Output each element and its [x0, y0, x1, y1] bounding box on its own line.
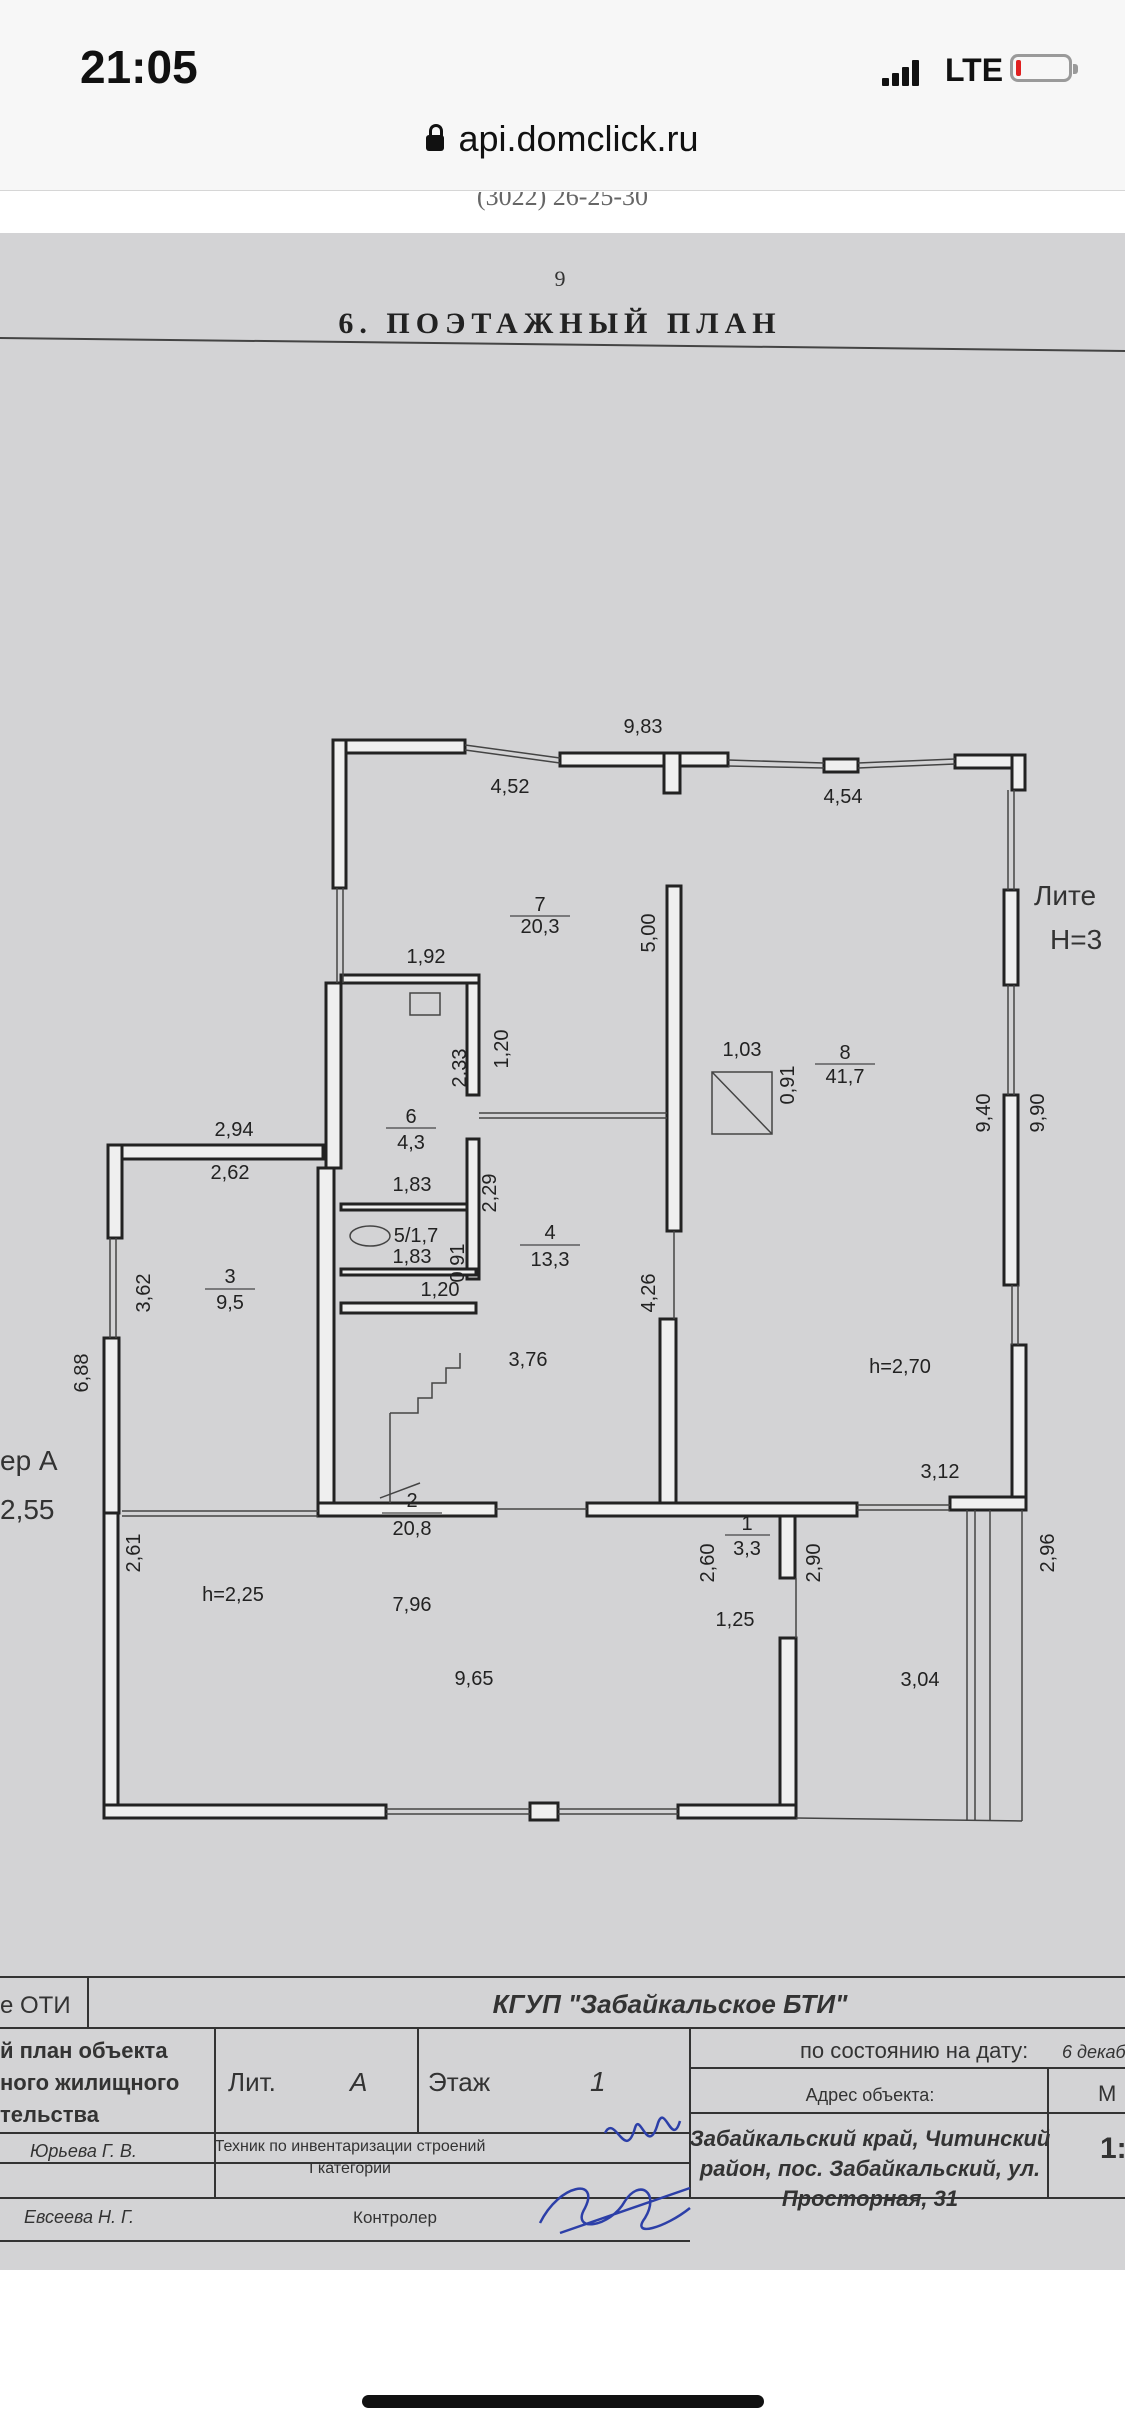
address-line: район, пос. Забайкальский, ул. [699, 2156, 1040, 2181]
room-number: 4 [544, 1222, 555, 1244]
room-number: 1 [741, 1513, 752, 1535]
dimension: 3,04 [901, 1669, 940, 1691]
dimension: 9,90 [1027, 1094, 1049, 1133]
home-indicator[interactable] [362, 2395, 764, 2408]
side-labels: Лите H=3 ер А 2,55 [0, 880, 1102, 1525]
dimension: 1,83 [393, 1174, 432, 1196]
address-line: Просторная, 31 [782, 2186, 958, 2211]
ceiling-height: h=2,70 [869, 1356, 931, 1378]
dimension: 0,91 [777, 1066, 799, 1105]
room-number: 7 [534, 894, 545, 916]
room-area: 9,5 [216, 1292, 244, 1314]
signature-2 [538, 2186, 691, 2235]
dimension: 9,65 [455, 1668, 494, 1690]
address-label: Адрес объекта: [806, 2085, 935, 2105]
status-bar: 21:05 LTE api.domclick.ru [0, 0, 1125, 191]
dimension: 2,60 [697, 1544, 719, 1583]
person-role: I категории [309, 2160, 391, 2177]
liter-label: Лите [1034, 880, 1096, 911]
scanned-document: 9 6. ПОЭТАЖНЫЙ ПЛАН [0, 233, 1125, 2270]
dimension: 2,61 [123, 1534, 145, 1573]
clock: 21:05 [80, 41, 198, 93]
room-area: 13,3 [531, 1249, 570, 1271]
signature-images [538, 2116, 691, 2235]
room-labels: 7 20,3 8 41,7 6 4,3 5/1,7 4 13,3 3 9,5 2… [205, 894, 875, 1560]
section-title: 6. ПОЭТАЖНЫЙ ПЛАН [338, 307, 781, 340]
dimension: 9,40 [973, 1094, 995, 1133]
doc-title: й план объекта [0, 2038, 168, 2063]
scale-value: 1: [1100, 2132, 1125, 2165]
network-type: LTE [945, 52, 1004, 88]
room-area: 20,8 [393, 1518, 432, 1540]
cropped-phone-line: (3022) 26-25-30 [0, 192, 1125, 216]
dimension: 0,91 [447, 1244, 469, 1283]
url-text: api.domclick.ru [458, 118, 699, 159]
dimension: 5,00 [638, 914, 660, 953]
lock-icon [426, 124, 445, 151]
dimension: 2,62 [211, 1162, 250, 1184]
person-role: Техник по инвентаризации строений [215, 2138, 486, 2155]
dimension-labels: 9,83 4,52 4,54 5,00 1,92 1,20 2,33 1,03 … [71, 716, 1059, 1691]
room-area: 3,3 [733, 1538, 761, 1560]
dimension: 3,76 [509, 1349, 548, 1371]
height-label: H=3 [1050, 924, 1102, 955]
dimension: 2,96 [1037, 1534, 1059, 1573]
person-name: Юрьева Г. В. [30, 2141, 137, 2161]
dimension: 7,96 [393, 1594, 432, 1616]
phone-fragment: (3022) 26-25-30 [476, 192, 649, 211]
address-bar[interactable]: api.domclick.ru [0, 118, 1125, 160]
dimension: 3,12 [921, 1461, 960, 1483]
stamp-header: е ОТИ [0, 1992, 71, 2019]
dimension: 9,83 [624, 716, 663, 738]
doc-title: тельства [0, 2102, 100, 2127]
dimension: 1,25 [716, 1609, 755, 1631]
signal-icon [882, 60, 922, 86]
state-value: 6 декаб [1062, 2042, 1125, 2062]
lit-value: А [348, 2067, 367, 2097]
dimension: 2,33 [449, 1049, 471, 1088]
title-block [0, 1976, 1125, 2242]
floor-label: Этаж [428, 2067, 491, 2097]
room-area: 4,3 [397, 1132, 425, 1154]
dimension: 6,88 [71, 1354, 93, 1393]
signature-1 [603, 2116, 682, 2143]
dimension: 4,26 [638, 1274, 660, 1313]
dimension: 1,83 [393, 1246, 432, 1268]
organization: КГУП "Забайкальское БТИ" [493, 1989, 848, 2019]
walls [102, 738, 1028, 1822]
dimension: 2,90 [803, 1544, 825, 1583]
doc-title: ного жилищного [0, 2070, 179, 2095]
dimension: 1,03 [723, 1039, 762, 1061]
lit-label: Лит. [228, 2067, 276, 2097]
page-number: 9 [555, 266, 566, 291]
person-role: Контролер [353, 2208, 437, 2227]
room-number: 3 [224, 1266, 235, 1288]
dimension: 4,52 [491, 776, 530, 798]
dimension: 1,20 [491, 1030, 513, 1069]
room-number: 8 [839, 1042, 850, 1064]
scale-label: М [1098, 2081, 1116, 2106]
title-block-text: е ОТИ КГУП "Забайкальское БТИ" й план об… [0, 1989, 1125, 2227]
room-area: 41,7 [826, 1066, 865, 1088]
ceiling-height: h=2,25 [202, 1584, 264, 1606]
dimension: 1,20 [421, 1279, 460, 1301]
room-area: 20,3 [521, 916, 560, 938]
dimension: 1,92 [407, 946, 446, 968]
battery-low-icon [1010, 54, 1078, 82]
floor-plan-sheet: 9 6. ПОЭТАЖНЫЙ ПЛАН [0, 233, 1125, 2270]
dimension: 2,29 [479, 1174, 501, 1213]
room-number: 6 [405, 1106, 416, 1128]
room-number: 2 [406, 1490, 417, 1512]
dimension: 2,94 [215, 1119, 254, 1141]
room-number: 5/1,7 [394, 1225, 438, 1247]
state-label: по состоянию на дату: [800, 2038, 1028, 2063]
windows [109, 744, 1023, 1822]
left-value: 2,55 [0, 1494, 55, 1525]
left-label: ер А [0, 1445, 58, 1476]
floor-value: 1 [590, 2066, 606, 2097]
dimension: 3,62 [133, 1274, 155, 1313]
person-name: Евсеева Н. Г. [24, 2207, 134, 2227]
dimension: 4,54 [824, 786, 863, 808]
address-line: Забайкальский край, Читинский [690, 2126, 1051, 2151]
